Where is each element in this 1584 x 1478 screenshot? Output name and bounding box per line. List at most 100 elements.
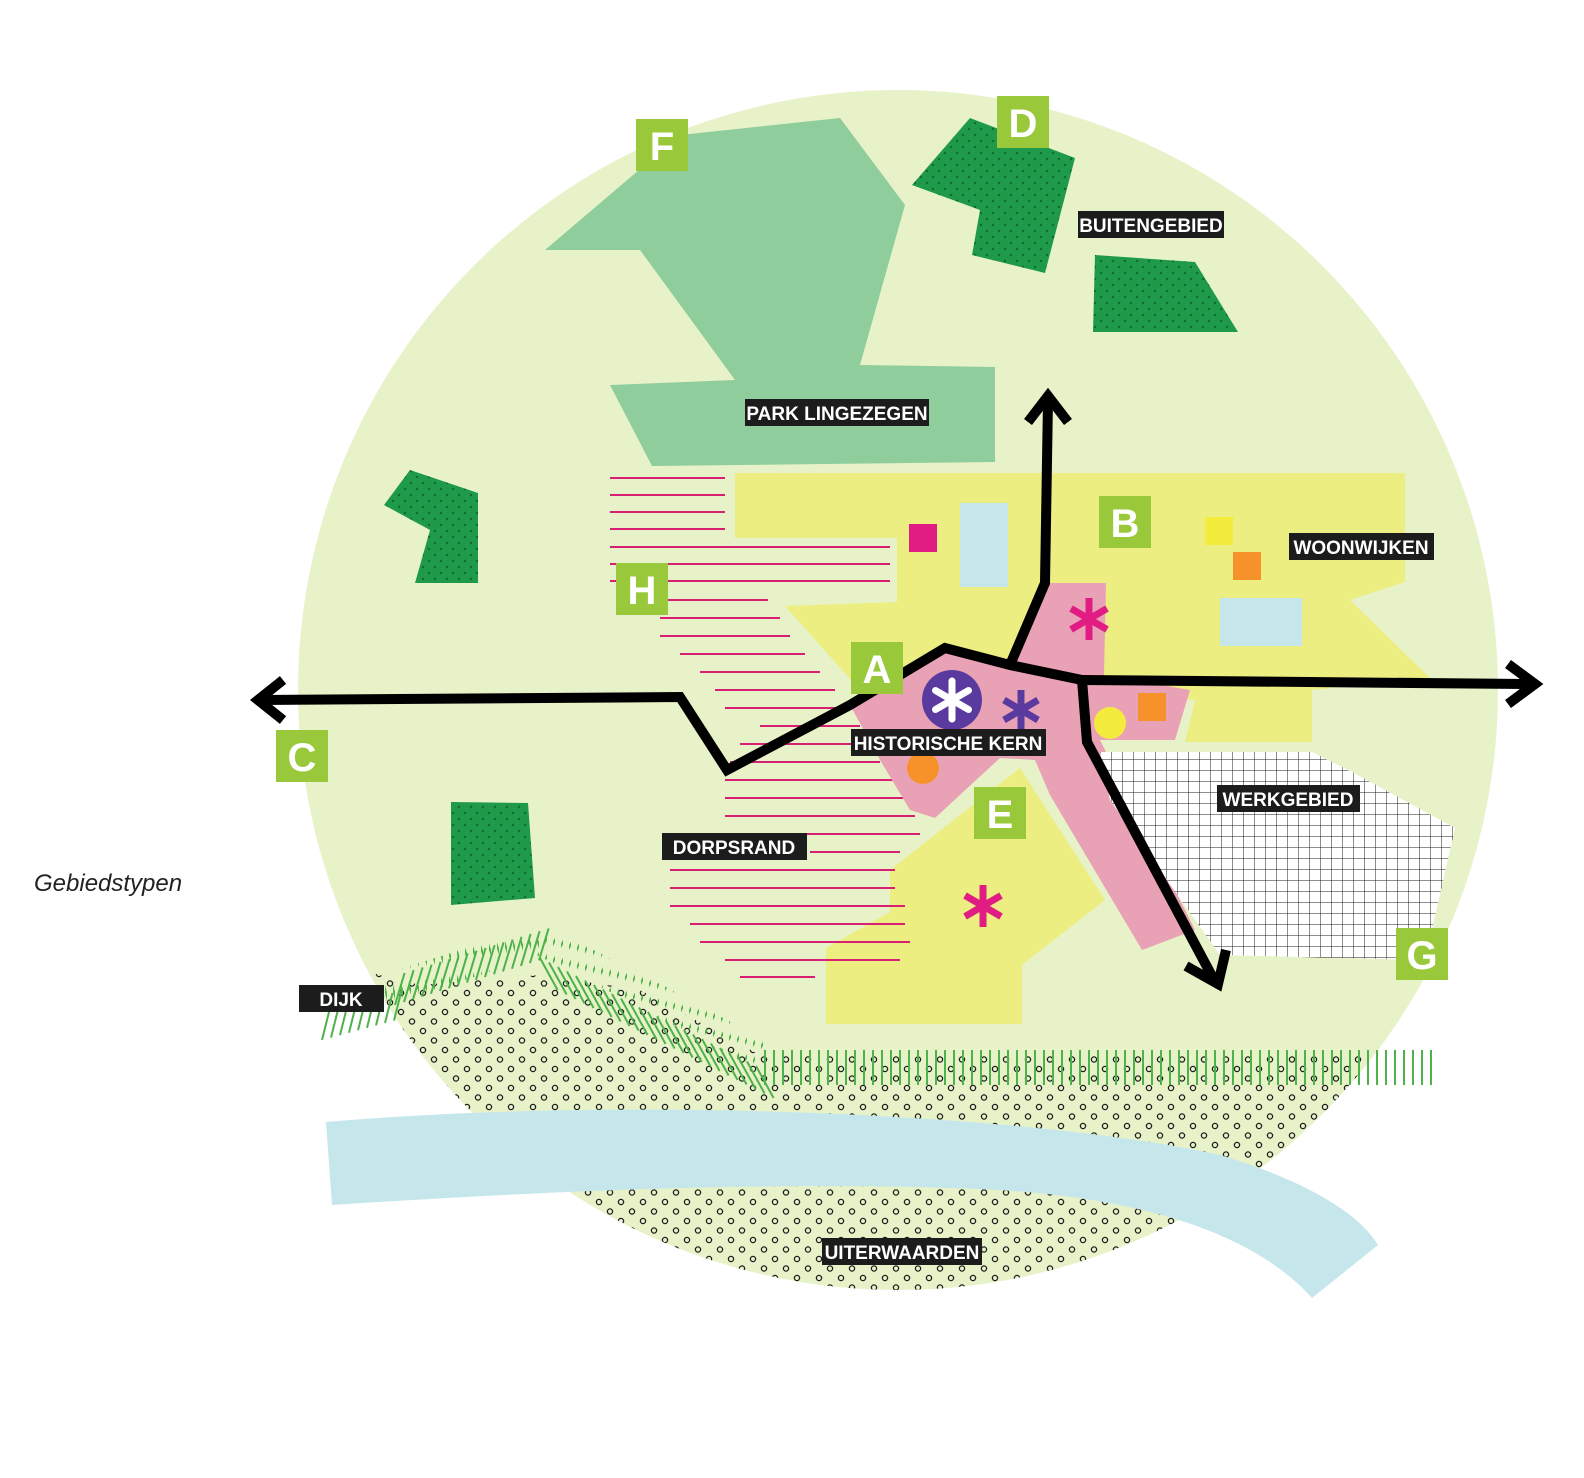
letter-h-text: H [628,569,657,613]
dijk-hatch-tick [566,971,586,1004]
arrow-head-west [249,676,287,724]
dijk-hatch-tick [638,1007,658,1040]
dijk-hatch-tick [511,936,523,970]
dijk-hatch-tick [620,998,640,1031]
label-werkgebied: WERKGEBIED [1217,785,1360,812]
dijk-hatch-tick [674,1025,694,1058]
dijk-hatch-tick [710,1043,730,1076]
forest-patch-d [912,118,1075,273]
label-dorpsrand-text: DORPSRAND [673,838,795,859]
dijk-hatch-tick [692,1034,712,1067]
letter-g-text: G [1406,934,1437,978]
label-woonwijken: WOONWIJKEN [1289,533,1434,560]
letter-f-text: F [650,125,674,169]
label-historische-kern: HISTORISCHE KERN [851,729,1046,756]
dijk-hatch-tick [321,1009,331,1041]
orange-square-marker-2 [1138,693,1166,721]
letter-e-text: E [987,793,1014,837]
magenta-asterisk-icon-north [1069,598,1109,640]
label-uiterwaarden: UITERWAARDEN [822,1238,982,1265]
park-lingezegen-area [545,118,995,466]
dijk-hatch-tick [584,980,604,1013]
forest-patch-west [384,470,478,583]
letter-tag-e: E [974,787,1026,839]
werkgebied-area [1100,752,1455,960]
label-dijk: DIJK [299,985,384,1012]
dijk-hatch-tick [393,990,403,1021]
arrow-heads [249,387,1544,992]
yellow-dot-marker [1094,707,1126,739]
dijk-hatch-tick [593,984,613,1018]
dijk-hatch-tick [575,975,595,1009]
route-south [1077,679,1218,981]
dijk-hatch-tick [520,933,532,967]
label-dijk-text: DIJK [319,990,363,1011]
arrow-head-south [1183,948,1231,992]
dijk-hatch-tick [701,1038,721,1072]
dijk-hatch-tick [448,955,460,989]
magenta-asterisk-icon-south [963,885,1003,927]
label-park-lingezegen: PARK LINGEZEGEN [745,399,929,426]
dijk-hatch-tick [611,993,631,1027]
dijk-hatch-tick [394,972,406,1006]
dijk-hatch-tick [430,961,442,995]
dijk-hatch-tick [746,1061,766,1094]
dijk-hatch-tick [629,1002,649,1036]
orange-dot-marker [907,752,939,784]
dijk-hatch-tick [647,1011,667,1045]
yellow-square-marker [1205,517,1233,545]
route-east [1081,675,1531,689]
dijk-hatch-tick [457,953,469,986]
label-buitengebied: BUITENGEBIED [1078,211,1224,238]
river [326,1109,1378,1298]
diagram-caption: Gebiedstypen [34,870,183,897]
route-network [259,399,1531,981]
letter-a-text: A [863,648,892,692]
route-north [1005,399,1053,667]
dijk-hatch-tick [557,966,577,1000]
label-werkgebied-text: WERKGEBIED [1223,790,1354,811]
label-uiterwaarden-text: UITERWAARDEN [825,1243,980,1264]
letter-tag-a: A [851,642,903,694]
arrow-head-north [1024,387,1072,426]
letter-c-text: C [288,736,317,780]
letter-b-text: B [1111,502,1140,546]
dijk-hatch-tick [493,942,505,975]
forest-patch-southwest [451,802,535,905]
letter-tag-b: B [1099,496,1151,548]
water-block-1 [960,503,1008,587]
church-asterisk-icon [932,677,972,723]
dijk-hatch-tick [330,1007,340,1038]
dijk-hatch-tick [719,1047,739,1081]
dijk-hatch-tick [421,964,433,997]
letter-tag-g: G [1396,928,1448,980]
letter-tag-f: F [636,119,688,171]
dijk-hatch-tick [475,947,487,981]
letter-tag-c: C [276,730,328,782]
dorpsrand-hatch [610,477,920,978]
dijk-hatch-tick [502,939,514,972]
letter-tag-d: D [997,96,1049,148]
purple-asterisk-icon [1002,690,1040,730]
label-dorpsrand: DORPSRAND [662,833,807,860]
arrow-head-east [1505,659,1544,709]
dijk-hatch-tick [384,992,394,1024]
dijk-hatch-tick [683,1029,703,1063]
label-woonwijken-text: WOONWIJKEN [1293,538,1428,559]
dijk-hatch-tick [484,944,496,978]
dijk-hatch-tick [665,1020,685,1054]
orange-square-marker [1233,552,1261,580]
dijk-hatch-tick [656,1016,676,1049]
dijk-hatch-tick [602,989,622,1022]
magenta-square-marker [909,524,937,552]
letter-tag-h: H [616,563,668,615]
dijk-hatch-tick [529,930,541,964]
label-park-lingezegen-text: PARK LINGEZEGEN [746,404,927,425]
water-block-2 [1220,598,1302,646]
dijk-hatch-lines [321,928,1432,1099]
letter-d-text: D [1009,102,1038,146]
dijk-hatch-tick [539,957,559,991]
dijk-hatch-tick [737,1056,757,1090]
dijk-hatch-tick [466,950,478,983]
